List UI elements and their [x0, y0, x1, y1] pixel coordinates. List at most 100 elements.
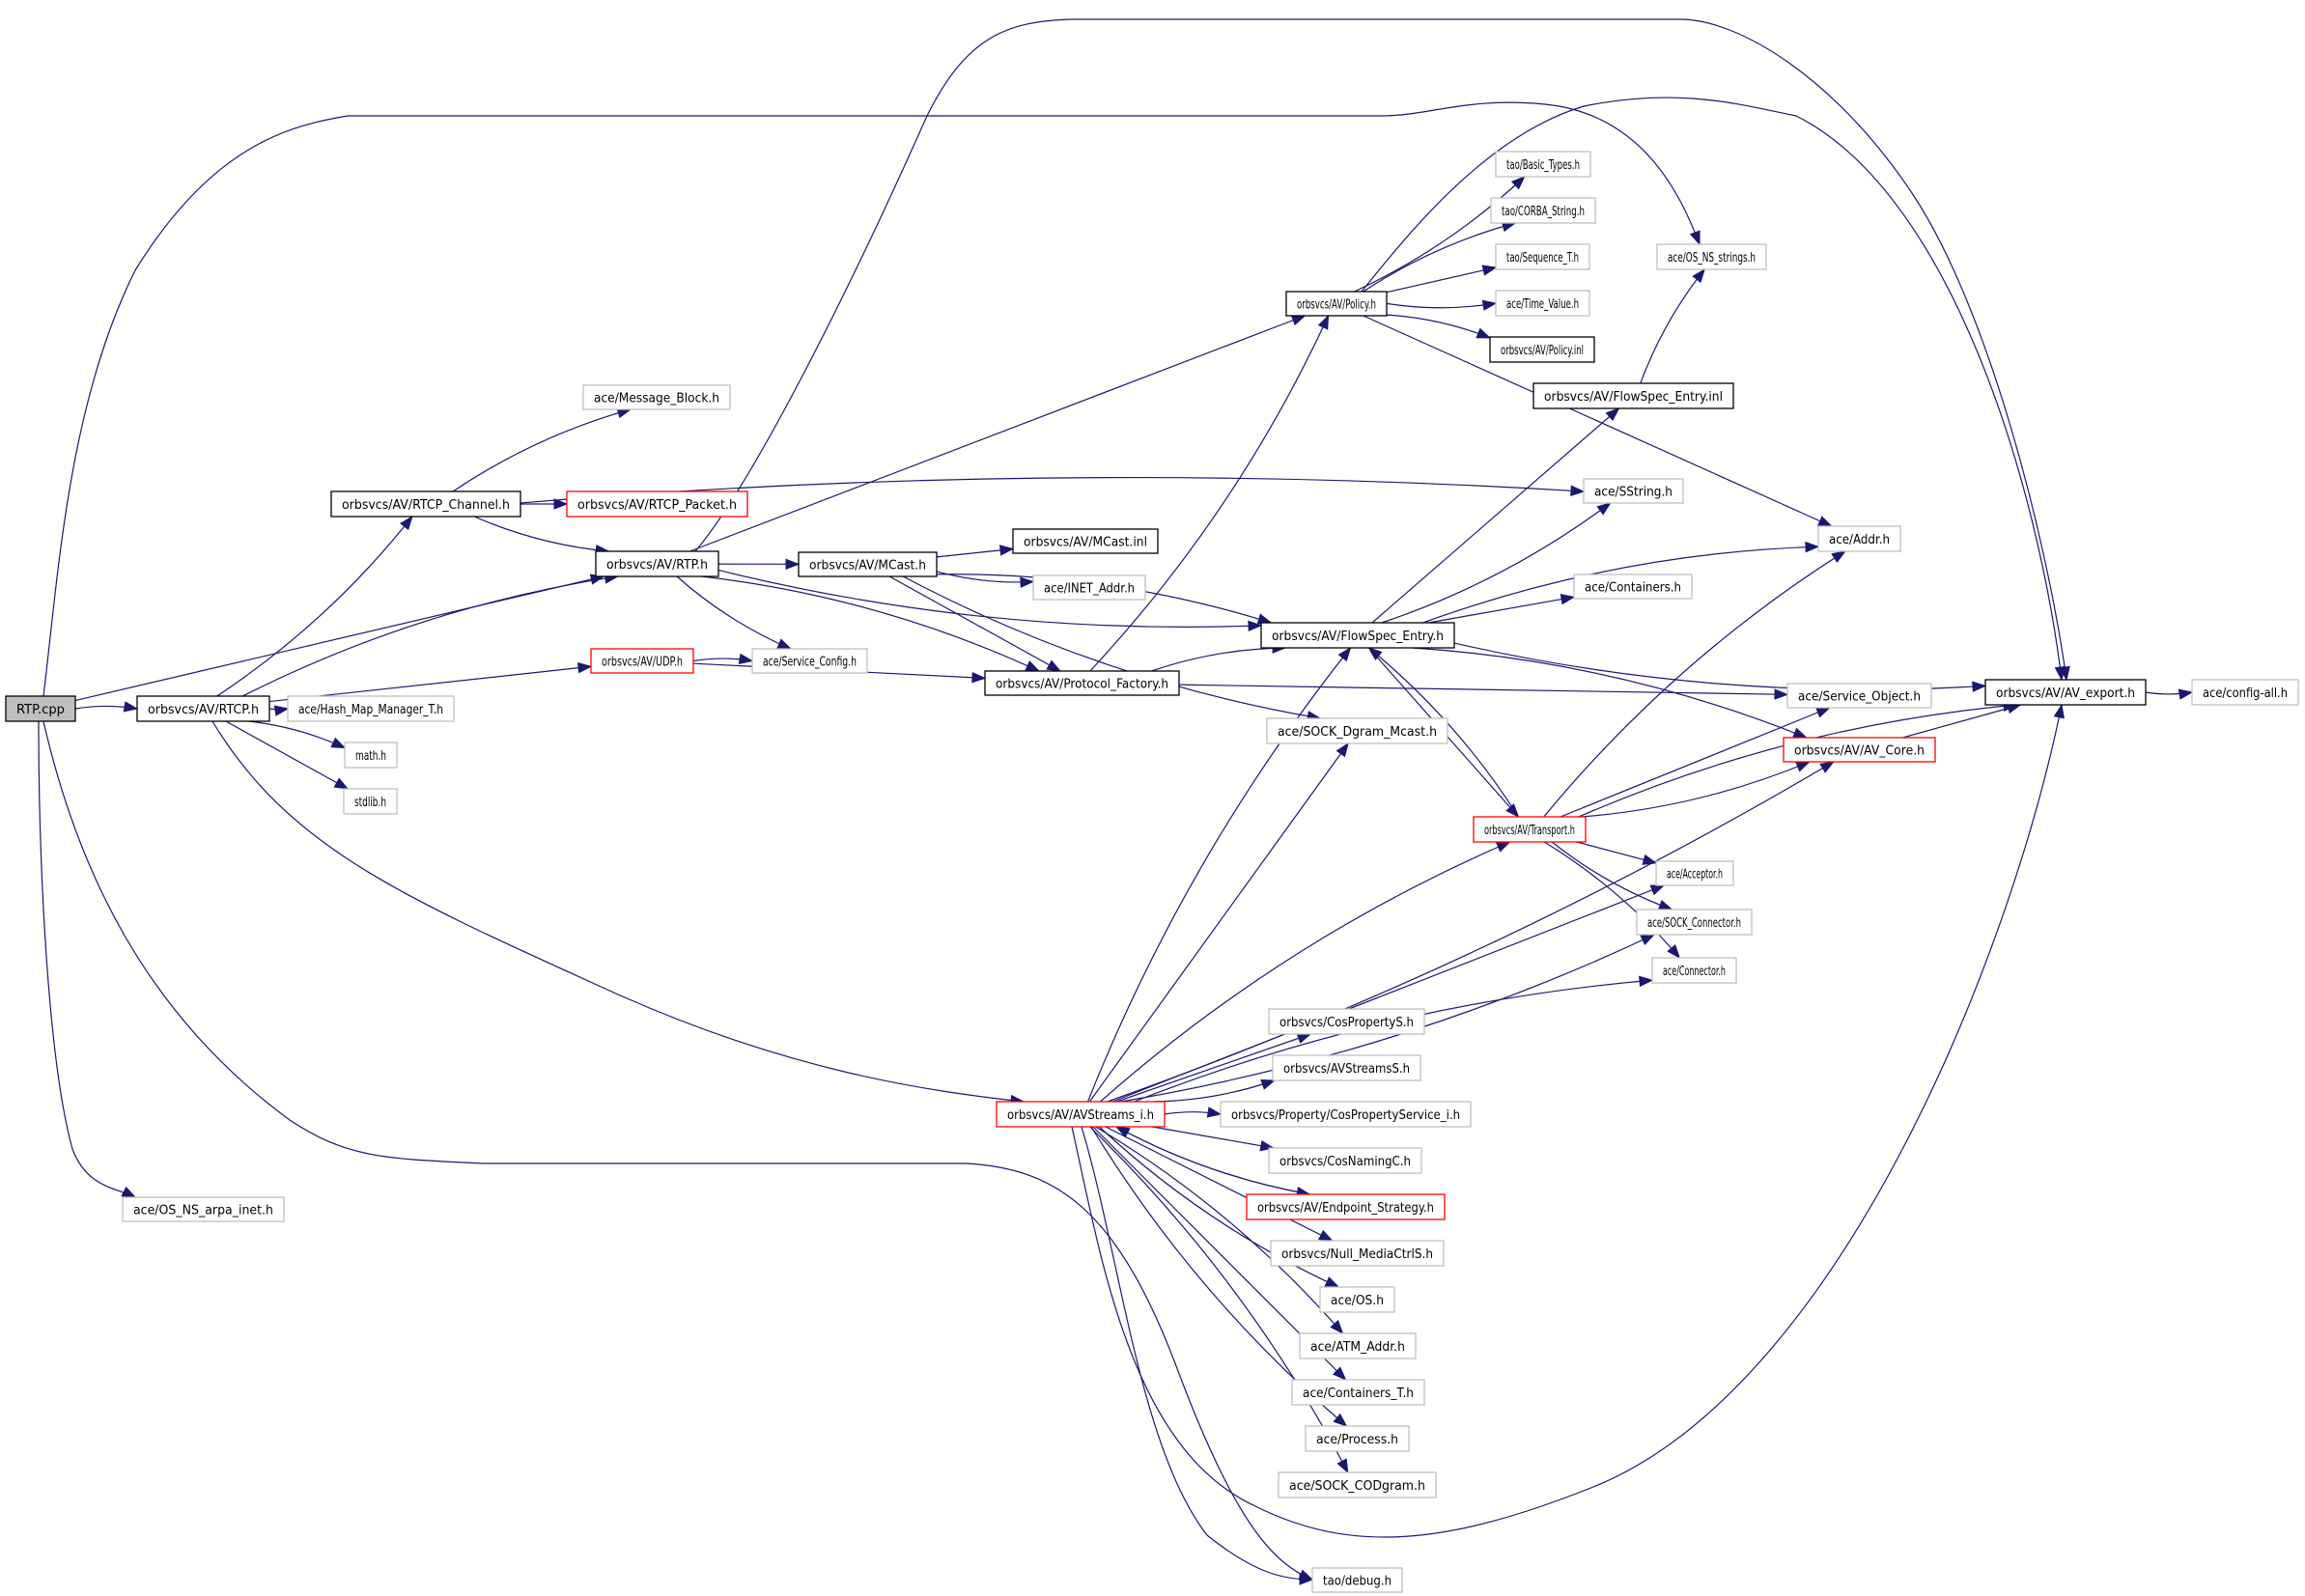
node-cosproperty-service-i[interactable]: orbsvcs/Property/CosPropertyService_i.h [1220, 1101, 1472, 1128]
node-avstreams-i[interactable]: orbsvcs/AV/AVStreams_i.h [996, 1101, 1166, 1128]
node-label: tao/Sequence_T.h [1506, 250, 1579, 266]
node-flowspec-h[interactable]: orbsvcs/AV/FlowSpec_Entry.h [1260, 622, 1455, 649]
node-sock-dgram-mcast[interactable]: ace/SOCK_Dgram_Mcast.h [1266, 717, 1448, 744]
node-sequence-t[interactable]: tao/Sequence_T.h [1495, 243, 1590, 270]
node-null-mediactrls[interactable]: orbsvcs/Null_MediaCtrlS.h [1270, 1240, 1445, 1267]
node-box [1291, 1379, 1425, 1406]
node-box [590, 648, 694, 674]
edge-4-arrowhead [121, 1186, 137, 1198]
node-label: orbsvcs/CosNamingC.h [1279, 1154, 1411, 1169]
edge-64-arrowhead [1296, 1033, 1312, 1044]
edge-avstreams-i-to-sock-codgram [1089, 1126, 1349, 1473]
edge-rtp-h-to-policy-h [689, 315, 1306, 552]
node-os-ns-arpa-inet[interactable]: ace/OS_NS_arpa_inet.h [122, 1196, 285, 1222]
node-endpoint-strategy[interactable]: orbsvcs/AV/Endpoint_Strategy.h [1246, 1193, 1446, 1220]
node-os-ns-strings[interactable]: ace/OS_NS_strings.h [1656, 243, 1767, 270]
node-avstreamss[interactable]: orbsvcs/AVStreamsS.h [1272, 1054, 1421, 1081]
node-basic-types[interactable]: tao/Basic_Types.h [1495, 151, 1591, 178]
node-protocol-factory[interactable]: orbsvcs/AV/Protocol_Factory.h [984, 670, 1180, 696]
node-hash-map[interactable]: ace/Hash_Map_Manager_T.h [287, 695, 455, 722]
edge-policy-h-to-corba-string [1363, 222, 1516, 293]
node-label: orbsvcs/AV/AV_Core.h [1794, 743, 1925, 759]
node-sock-codgram[interactable]: ace/SOCK_CODgram.h [1278, 1471, 1437, 1498]
node-label: RTP.cpp [16, 702, 65, 717]
node-rtcp-channel[interactable]: orbsvcs/AV/RTCP_Channel.h [330, 490, 521, 518]
edge-48-arrowhead [1831, 550, 1846, 564]
edge-flowspec-h-to-addr-h [1422, 546, 1819, 624]
node-box [582, 384, 731, 410]
node-rtp-h[interactable]: orbsvcs/AV/RTP.h [595, 550, 719, 577]
edge-45-arrowhead [1792, 727, 1808, 739]
node-mcast-inl[interactable]: orbsvcs/AV/MCast.inl [1012, 528, 1159, 554]
node-connector[interactable]: ace/Connector.h [1651, 957, 1737, 984]
node-av-core[interactable]: orbsvcs/AV/AV_Core.h [1783, 737, 1936, 763]
node-addr-h[interactable]: ace/Addr.h [1817, 525, 1901, 552]
edge-avstreams-i-to-cosnamingc [1152, 1126, 1274, 1149]
node-acceptor[interactable]: ace/Acceptor.h [1655, 860, 1734, 886]
node-label: ace/OS_NS_arpa_inet.h [133, 1203, 273, 1218]
node-box [1655, 860, 1734, 886]
node-box [1783, 737, 1936, 763]
edge-18-arrowhead [1025, 660, 1041, 672]
edge-19-arrowhead [1290, 315, 1307, 326]
node-box [1278, 1471, 1437, 1498]
node-box [1495, 243, 1590, 270]
edge-transport-h-to-av-core [1581, 761, 1810, 818]
node-rtcp-packet[interactable]: orbsvcs/AV/RTCP_Packet.h [566, 490, 748, 518]
node-cosnamingc[interactable]: orbsvcs/CosNamingC.h [1268, 1147, 1422, 1174]
node-label: orbsvcs/AV/Transport.h [1484, 823, 1575, 838]
node-debug-h[interactable]: tao/debug.h [1311, 1567, 1403, 1593]
node-math-h[interactable]: math.h [344, 742, 398, 769]
node-cospropertys[interactable]: orbsvcs/CosPropertyS.h [1268, 1008, 1425, 1035]
node-label: orbsvcs/AV/Policy.h [1297, 297, 1376, 313]
edge-53-arrowhead [1657, 899, 1673, 910]
node-process-h[interactable]: ace/Process.h [1305, 1425, 1410, 1452]
edge-49-arrowhead [1815, 707, 1831, 718]
node-service-object[interactable]: ace/Service_Object.h [1786, 683, 1932, 709]
node-policy-h[interactable]: orbsvcs/AV/Policy.h [1285, 291, 1388, 317]
node-sock-connector[interactable]: ace/SOCK_Connector.h [1636, 909, 1753, 936]
node-transport-h[interactable]: orbsvcs/AV/Transport.h [1473, 816, 1587, 843]
node-containers-h[interactable]: ace/Containers.h [1573, 574, 1693, 600]
node-box [1786, 683, 1932, 709]
node-sstring[interactable]: ace/SString.h [1583, 478, 1684, 504]
edge-rtp-cpp-to-os-ns-arpa-inet [38, 720, 136, 1198]
edge-policy-h-to-sequence-t [1386, 266, 1497, 294]
node-label: ace/SOCK_CODgram.h [1289, 1478, 1425, 1494]
node-flowspec-inl[interactable]: orbsvcs/AV/FlowSpec_Entry.inl [1532, 382, 1734, 409]
edge-47-arrowhead [1367, 647, 1383, 660]
node-box [1285, 291, 1388, 317]
node-config-all[interactable]: ace/config-all.h [2191, 679, 2299, 706]
node-label: ace/Acceptor.h [1667, 867, 1723, 882]
edge-rtcp-channel-to-message-block [452, 408, 632, 492]
edge-27-arrowhead [738, 653, 754, 665]
node-service-config[interactable]: ace/Service_Config.h [751, 648, 868, 674]
node-box [1246, 1193, 1446, 1220]
edge-5-arrowhead [273, 705, 290, 716]
node-containers-t[interactable]: ace/Containers_T.h [1291, 1379, 1425, 1406]
edge-72-arrowhead [1330, 1320, 1344, 1335]
node-os-h[interactable]: ace/OS.h [1319, 1286, 1395, 1313]
node-policy-inl[interactable]: orbsvcs/AV/Policy.inl [1489, 336, 1595, 363]
node-rtp-cpp[interactable]: RTP.cpp [5, 695, 76, 722]
node-label: ace/ATM_Addr.h [1310, 1339, 1405, 1355]
node-rtcp-h[interactable]: orbsvcs/AV/RTCP.h [136, 695, 270, 722]
node-udp-h[interactable]: orbsvcs/AV/UDP.h [590, 648, 694, 674]
edge-flowspec-h-to-flowspec-inl [1371, 407, 1619, 624]
edge-flowspec-h-to-av-export [1453, 642, 1986, 690]
node-corba-string[interactable]: tao/CORBA_String.h [1490, 197, 1596, 224]
node-label: orbsvcs/CosPropertyS.h [1279, 1015, 1414, 1030]
node-inet-addr[interactable]: ace/INET_Addr.h [1032, 574, 1146, 601]
node-stdlib-h[interactable]: stdlib.h [343, 788, 398, 815]
edge-flowspec-h-to-av-core [1412, 647, 1807, 739]
node-label: tao/CORBA_String.h [1502, 204, 1585, 219]
node-av-export[interactable]: orbsvcs/AV/AV_export.h [1984, 679, 2147, 706]
node-message-block[interactable]: ace/Message_Block.h [582, 384, 731, 410]
node-box [287, 695, 455, 722]
node-atm-addr[interactable]: ace/ATM_Addr.h [1299, 1332, 1417, 1359]
node-label: ace/Service_Config.h [763, 655, 857, 670]
edge-avstreams-i-to-avstreamss [1152, 1079, 1276, 1103]
node-mcast-h[interactable]: orbsvcs/AV/MCast.h [798, 551, 938, 577]
node-box [1636, 909, 1753, 936]
node-time-value[interactable]: ace/Time_Value.h [1495, 290, 1590, 317]
